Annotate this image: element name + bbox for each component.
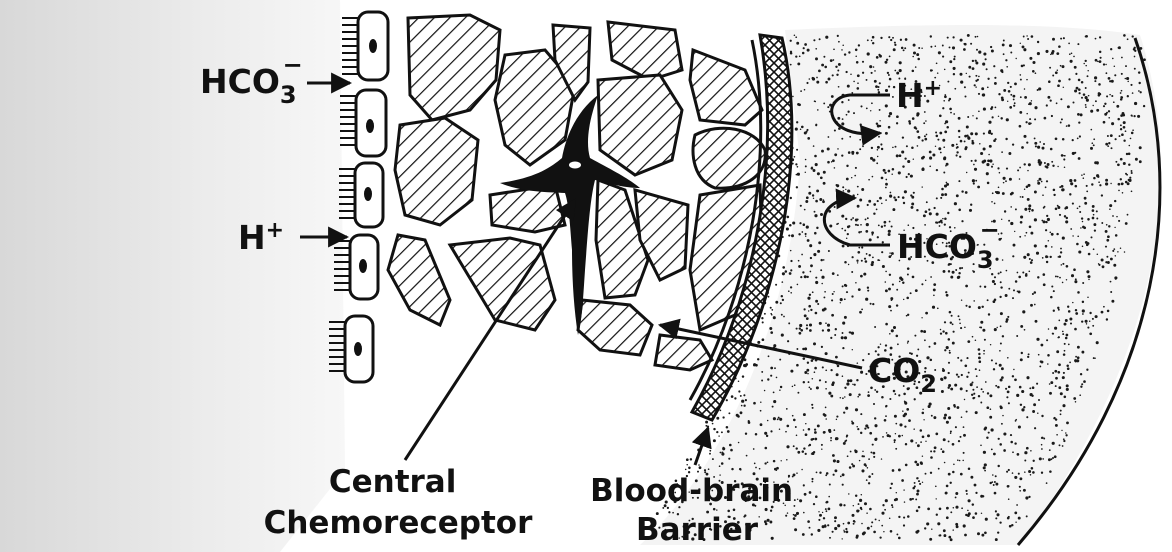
neuron-nucleus: [569, 162, 581, 169]
tissue-cell: [690, 50, 762, 125]
tissue-cell: [655, 335, 712, 370]
ependymal-cell: [358, 12, 388, 80]
tissue-cell: [598, 75, 682, 175]
barrier-pointer: [695, 428, 708, 465]
ependymal-cell: [355, 163, 383, 227]
tissue-cell: [578, 300, 652, 355]
tissue-cell: [395, 118, 478, 225]
tissue-cell: [608, 22, 682, 80]
ependymal-cell: [356, 90, 386, 156]
ependymal-cell: [350, 235, 378, 299]
tissue-cell: [450, 238, 555, 330]
tissue-cell: [388, 235, 450, 325]
ependymal-cell: [345, 316, 373, 382]
tissue-cell: [693, 128, 765, 188]
tissue-cell: [408, 15, 500, 120]
